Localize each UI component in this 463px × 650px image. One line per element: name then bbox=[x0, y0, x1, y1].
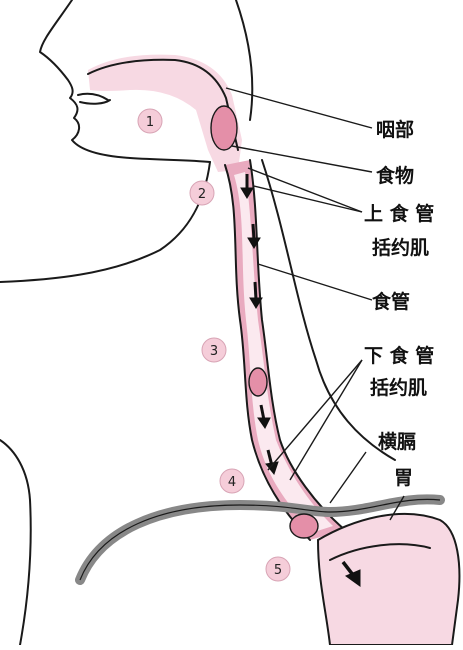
arrow-down-icon bbox=[240, 174, 254, 199]
peristalsis-arrows bbox=[240, 174, 361, 587]
leader-lines bbox=[225, 87, 405, 521]
step-number: 4 bbox=[228, 475, 236, 490]
step-marker: 3 bbox=[201, 337, 227, 363]
esophagus-tube bbox=[225, 160, 345, 540]
label-pharynx: 咽部 bbox=[376, 118, 414, 141]
label-upper-sphincter-line1: 上 食 管 bbox=[364, 202, 434, 225]
label-stomach: 胃 bbox=[394, 467, 413, 489]
arrow-down-icon bbox=[265, 449, 279, 476]
step-marker: 5 bbox=[265, 556, 291, 582]
nose-lips bbox=[77, 92, 111, 105]
diaphragm-edge bbox=[79, 498, 441, 581]
arrow-down-icon bbox=[257, 404, 271, 429]
bolus-middle bbox=[248, 367, 268, 397]
step-number: 1 bbox=[146, 115, 154, 130]
esophagus-lumen bbox=[234, 172, 333, 532]
stomach-inner-fold bbox=[329, 543, 431, 561]
arrow-down-icon bbox=[247, 223, 261, 249]
head-back-outline bbox=[235, 0, 254, 121]
label-esophagus: 食管 bbox=[372, 290, 410, 313]
pharynx-region bbox=[88, 54, 242, 172]
label-food: 食物 bbox=[376, 164, 414, 187]
step-number: 2 bbox=[198, 187, 206, 202]
step-marker: 1 bbox=[137, 108, 163, 134]
arrow-diagonal-icon bbox=[341, 560, 361, 587]
label-lower-sphincter-line2: 括约肌 bbox=[370, 376, 427, 399]
bolus-lower bbox=[289, 513, 319, 539]
esophagus-right-wall bbox=[249, 159, 346, 531]
face-outline bbox=[39, 0, 211, 163]
label-upper-sphincter-line2: 括约肌 bbox=[372, 236, 429, 259]
label-lower-sphincter-line1: 下 食 管 bbox=[364, 344, 434, 367]
step-marker: 2 bbox=[189, 180, 215, 206]
shoulder-outline bbox=[0, 439, 32, 646]
esophagus-left-wall bbox=[224, 164, 311, 541]
step-number: 3 bbox=[210, 344, 218, 359]
step-number: 5 bbox=[274, 563, 282, 578]
step-marker: 4 bbox=[219, 468, 245, 494]
neck-front-outline bbox=[0, 161, 211, 283]
stomach bbox=[316, 512, 461, 646]
arrow-down-icon bbox=[249, 281, 263, 309]
neck-back-outline bbox=[261, 159, 396, 461]
label-diaphragm: 横膈 bbox=[378, 430, 416, 453]
bolus-pharynx bbox=[210, 105, 238, 151]
pharynx-wall bbox=[87, 58, 239, 151]
